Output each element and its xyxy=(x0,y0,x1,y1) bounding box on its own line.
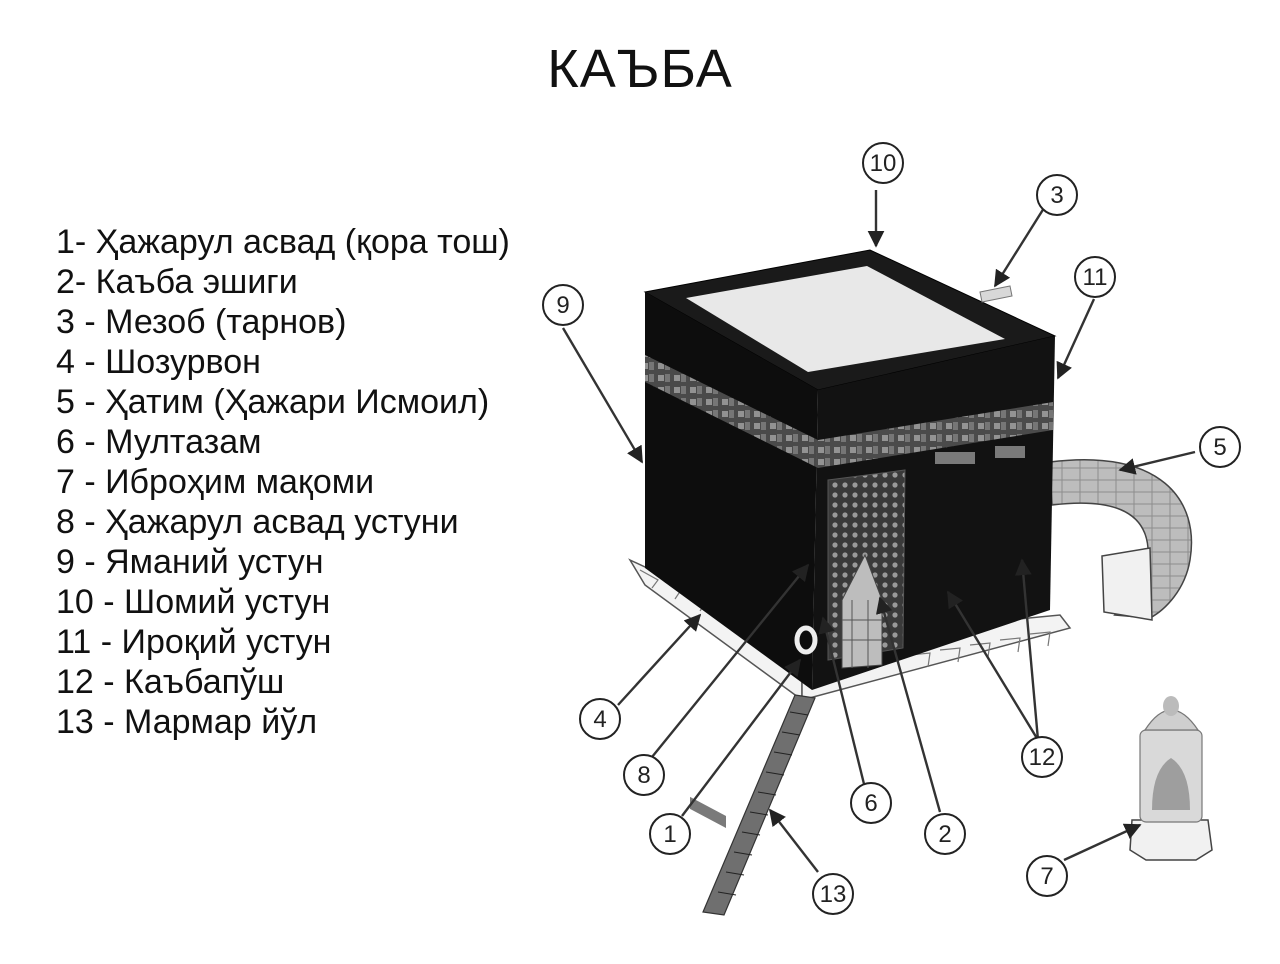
callout-4: 4 xyxy=(579,698,621,740)
callout-11: 11 xyxy=(1074,256,1116,298)
callout-3: 3 xyxy=(1036,174,1078,216)
hatim-wall xyxy=(1049,458,1193,621)
legend-item-7: 7 - Иброҳим мақоми xyxy=(56,463,375,501)
leader-lines xyxy=(561,190,1196,873)
callout-9: 9 xyxy=(542,284,584,326)
svg-text:8: 8 xyxy=(637,762,650,789)
svg-text:11: 11 xyxy=(1083,264,1108,291)
legend-item-6: 6 - Мултазам xyxy=(56,423,262,461)
callout-12: 12 xyxy=(1021,736,1063,778)
kiswa-belt xyxy=(645,355,1053,468)
maqam-ibrahim xyxy=(1129,696,1213,861)
svg-text:5: 5 xyxy=(1213,434,1226,461)
kaaba-roof xyxy=(686,266,1005,372)
legend-list: 1- Ҳажарул асвад (қора тош) 2- Каъба эши… xyxy=(56,222,510,742)
svg-text:9: 9 xyxy=(556,292,569,319)
legend-item-2: 2- Каъба эшиги xyxy=(56,263,298,301)
callout-2: 2 xyxy=(924,813,966,855)
legend-item-10: 10 - Шомий устун xyxy=(56,583,331,621)
mizab-spout xyxy=(979,285,1013,303)
legend-item-9: 9 - Яманий устун xyxy=(56,543,324,581)
callout-13: 13 xyxy=(812,873,854,915)
legend-item-8: 8 - Ҳажарул асвад устуни xyxy=(56,503,459,541)
marble-path xyxy=(702,694,816,916)
legend-item-3: 3 - Мезоб (тарнов) xyxy=(56,303,347,341)
svg-text:4: 4 xyxy=(593,706,606,733)
svg-text:10: 10 xyxy=(870,150,897,177)
svg-text:6: 6 xyxy=(864,790,877,817)
callout-7: 7 xyxy=(1026,855,1068,897)
callout-5: 5 xyxy=(1199,426,1241,468)
diagram-title: КАЪБА xyxy=(547,39,733,99)
legend-item-12: 12 - Каъбапўш xyxy=(56,663,285,701)
legend-item-13: 13 - Мармар йўл xyxy=(56,703,318,741)
callout-6: 6 xyxy=(850,782,892,824)
svg-text:1: 1 xyxy=(663,821,676,848)
callout-8: 8 xyxy=(623,754,665,796)
legend-item-5: 5 - Ҳатим (Ҳажари Исмоил) xyxy=(56,383,490,421)
svg-text:12: 12 xyxy=(1029,744,1056,771)
callout-1: 1 xyxy=(649,813,691,855)
legend-item-1: 1- Ҳажарул асвад (қора тош) xyxy=(56,223,510,261)
black-stone xyxy=(794,625,818,655)
svg-text:3: 3 xyxy=(1050,182,1063,209)
svg-text:2: 2 xyxy=(938,821,951,848)
svg-text:13: 13 xyxy=(820,881,847,908)
callout-10: 10 xyxy=(862,142,904,184)
legend-item-11: 11 - Ироқий устун xyxy=(56,623,332,661)
svg-text:7: 7 xyxy=(1040,863,1053,890)
kaaba-cube xyxy=(643,249,1057,829)
legend-item-4: 4 - Шозурвон xyxy=(56,343,261,381)
